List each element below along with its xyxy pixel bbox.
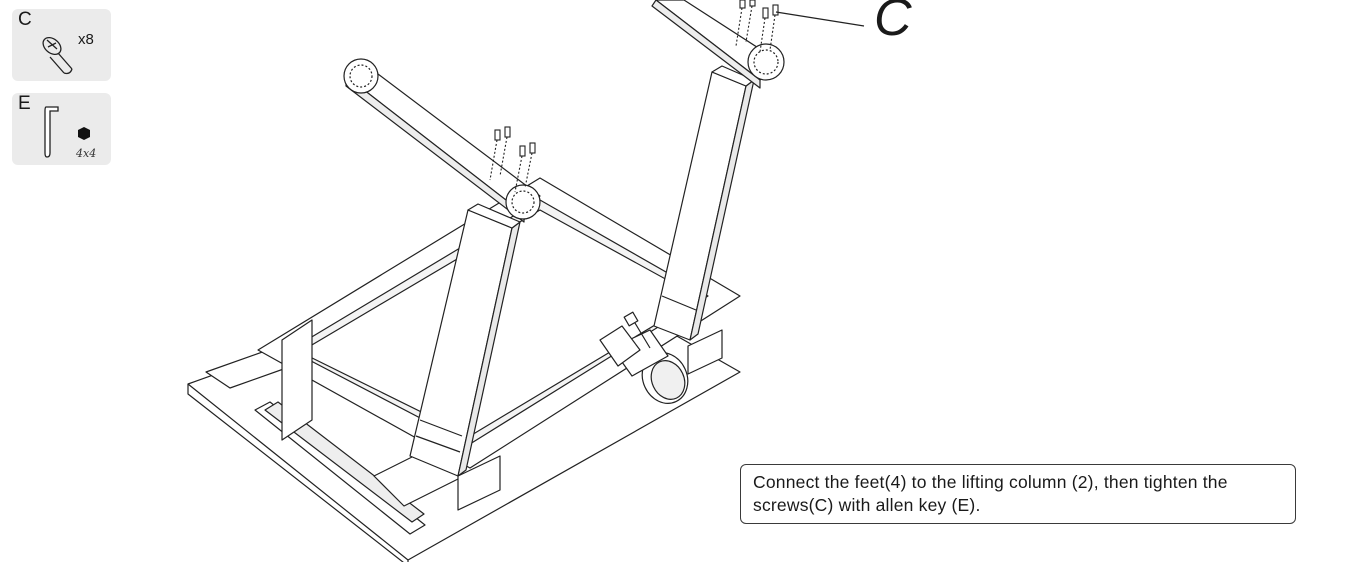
lifting-column-left [409, 203, 521, 477]
lifting-column-right [653, 65, 755, 341]
callout-label: C [874, 0, 912, 47]
part-letter-e: E [18, 93, 31, 114]
part-letter-c: C [18, 9, 32, 30]
foot-left [343, 58, 541, 223]
callout-leader-line [775, 11, 865, 27]
hex-nut-icon [78, 127, 90, 140]
allen-key-icon [44, 106, 90, 158]
instruction-box: Connect the feet(4) to the lifting colum… [740, 464, 1296, 524]
part-quantity: x8 [78, 31, 94, 48]
part-size: 4x4 [76, 147, 97, 160]
screw-icon [42, 36, 73, 75]
screws-right [735, 0, 779, 53]
screws-left [489, 126, 536, 193]
foot-right [651, 0, 785, 89]
part-card-c: C x8 [12, 9, 111, 81]
part-card-e: E 4x4 [12, 93, 111, 165]
